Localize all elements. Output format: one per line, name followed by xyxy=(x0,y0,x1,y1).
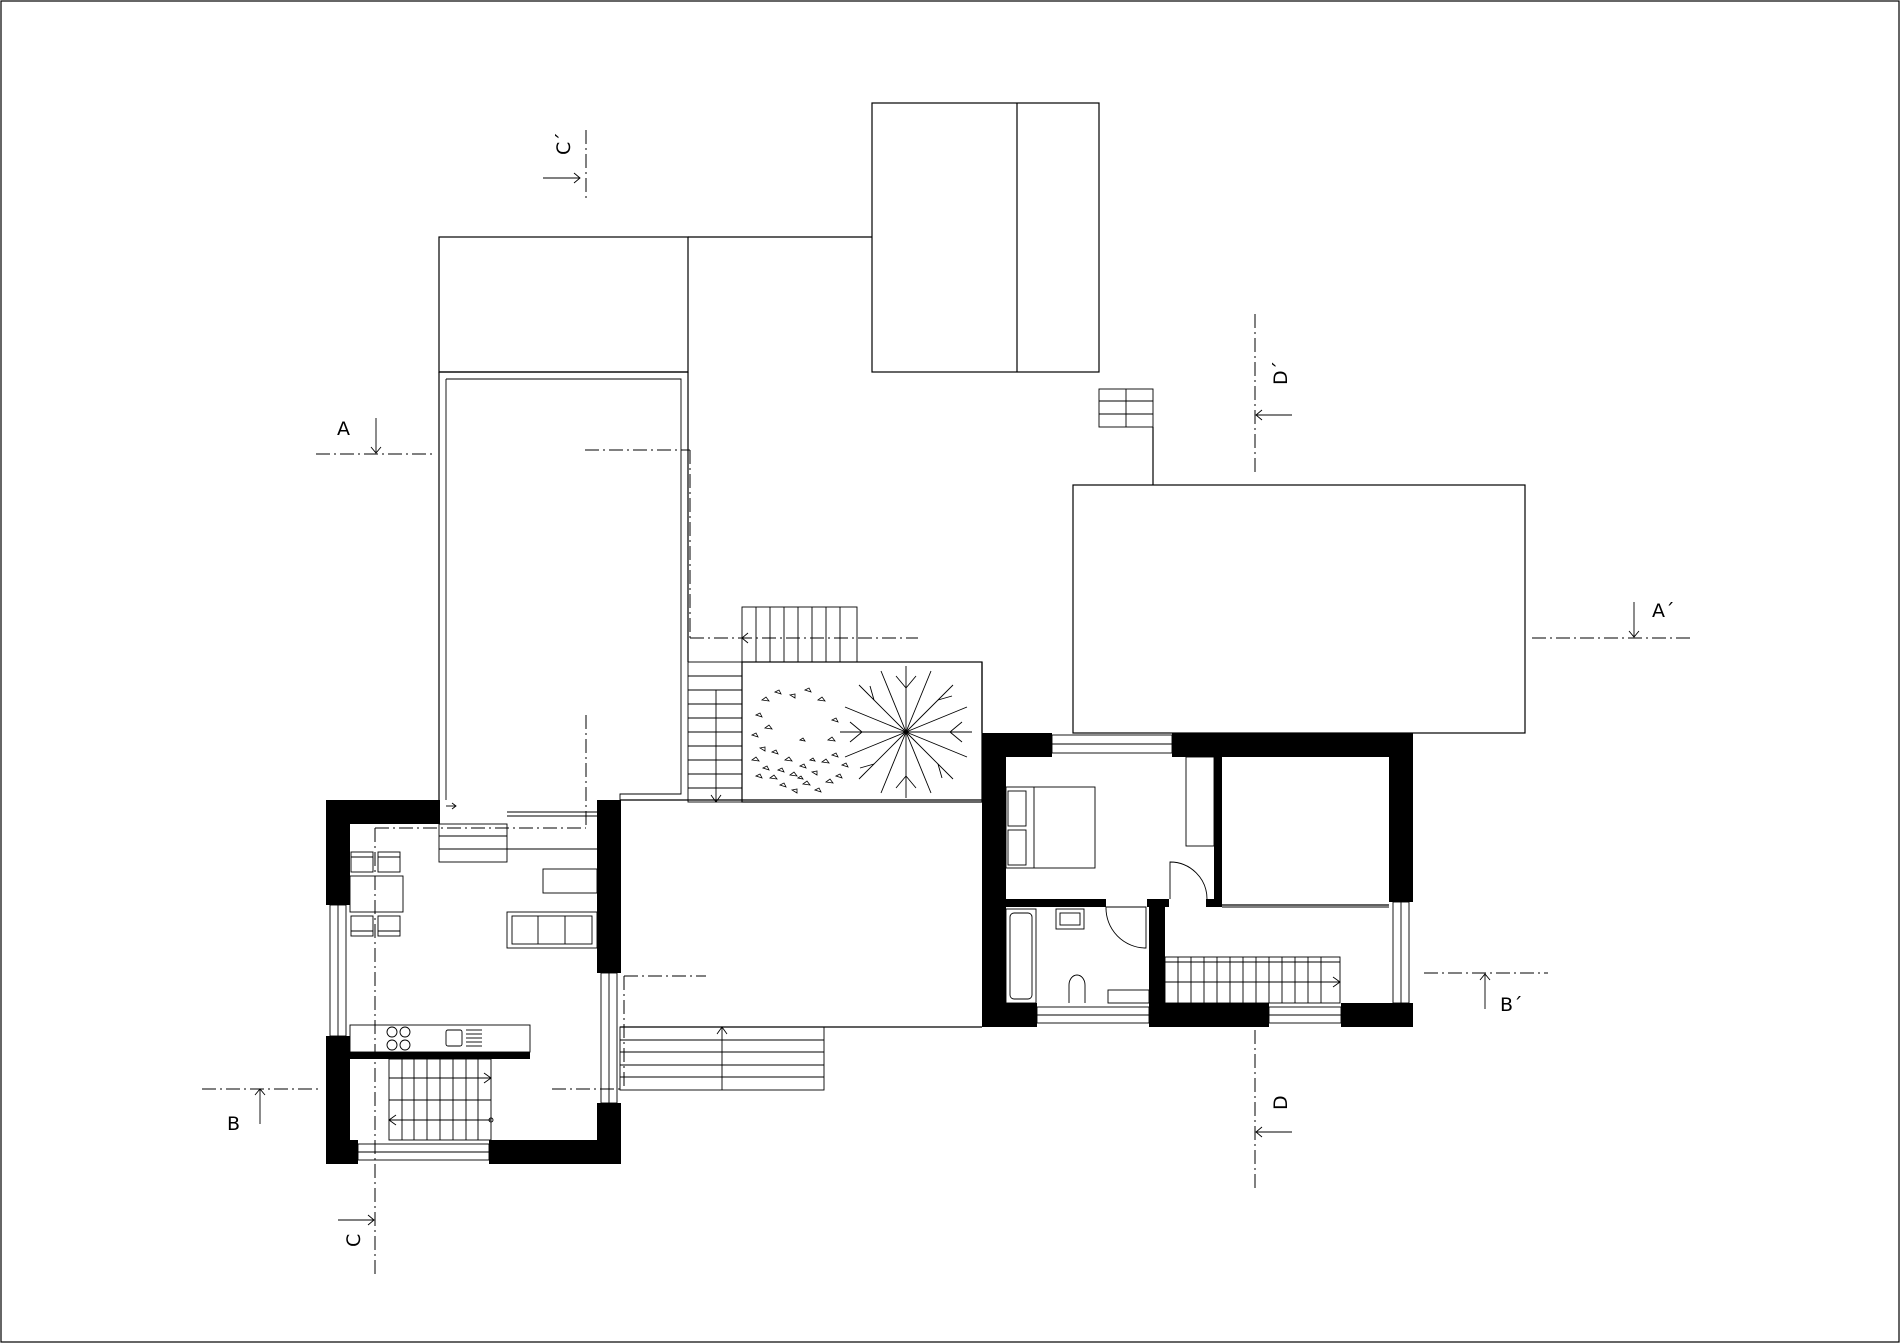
stair-left-house xyxy=(388,1058,494,1141)
section-lines xyxy=(202,130,1692,1275)
central-stairs xyxy=(687,606,858,803)
upper-right-block xyxy=(871,102,1100,373)
right-house xyxy=(982,733,1413,1027)
gravel-pattern xyxy=(750,687,849,794)
right-roof-block xyxy=(1072,484,1526,734)
section-label-b-prime: B´ xyxy=(1500,994,1523,1016)
stair-upper-right xyxy=(1098,388,1154,485)
toilet xyxy=(1068,974,1086,1003)
upper-volumes xyxy=(438,102,1100,800)
pool-outline xyxy=(446,378,682,800)
tree-symbol xyxy=(840,666,972,798)
bathtub xyxy=(1005,908,1037,1004)
section-label-b: B xyxy=(227,1113,240,1135)
left-house xyxy=(326,800,621,1164)
stair-right-house xyxy=(1164,956,1341,1004)
section-label-a-prime: A´ xyxy=(1652,600,1675,622)
bed xyxy=(1005,786,1096,869)
section-label-c-prime: C´ xyxy=(553,132,575,155)
section-label-c: C xyxy=(343,1234,365,1247)
section-label-d-prime: D´ xyxy=(1270,361,1292,385)
stair-bottom-central xyxy=(619,1026,825,1091)
section-label-d: D xyxy=(1270,1095,1292,1110)
upper-left-block xyxy=(438,236,689,373)
kitchen-counter xyxy=(349,1024,531,1053)
courtyard xyxy=(741,661,983,803)
sink xyxy=(1055,908,1085,930)
sofa xyxy=(506,911,598,949)
section-label-a: A xyxy=(337,418,350,440)
dining-table xyxy=(349,875,404,913)
